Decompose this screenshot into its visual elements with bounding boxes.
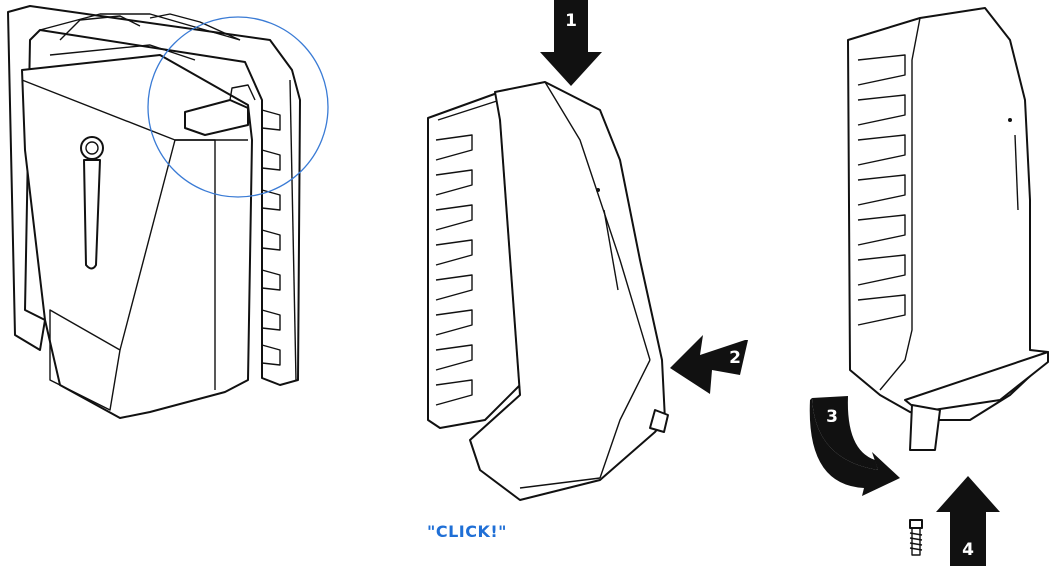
unit-back-view (7, 5, 329, 419)
unit-hanging-view (427, 81, 669, 501)
arrow-step-2: 2 (670, 335, 748, 394)
click-callout: "CLICK!" (427, 522, 507, 541)
step-1-label: 1 (565, 11, 577, 31)
screw-icon (909, 519, 923, 556)
arrow-step-4: 4 (936, 476, 1000, 566)
zoom-circle (147, 16, 329, 198)
arrow-step-3: 3 (809, 396, 900, 496)
unit-mounted-view (847, 7, 1049, 556)
arrow-step-1: 1 (540, 0, 602, 86)
step-3-label: 3 (826, 407, 838, 427)
step-4-label: 4 (962, 540, 974, 560)
step-2-label: 2 (729, 348, 741, 368)
